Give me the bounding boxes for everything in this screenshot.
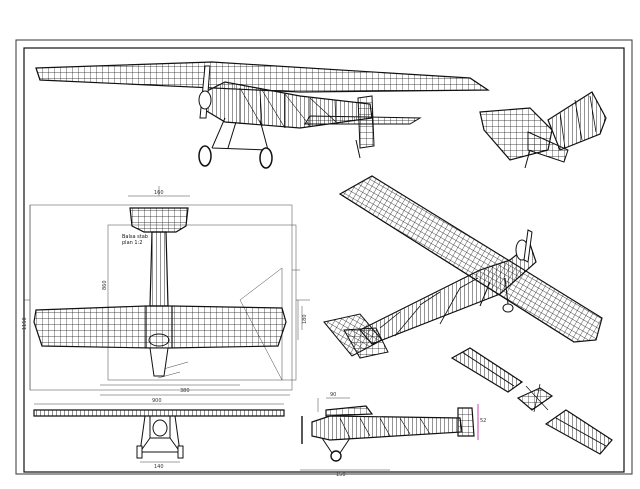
wing-panel-left bbox=[450, 347, 524, 393]
wing-side bbox=[325, 405, 374, 417]
perspective-iso-view bbox=[323, 175, 603, 359]
wing-top-perspective bbox=[35, 61, 490, 93]
dim-side-nose: 90 bbox=[330, 392, 336, 398]
wing-panel-right bbox=[544, 409, 613, 455]
main-wing-plan bbox=[33, 305, 287, 349]
plan-view: Balsa stab plan 1:2 160 1150 860 180 380 bbox=[22, 186, 310, 396]
sheet-border bbox=[15, 39, 633, 475]
fuselage-plan bbox=[149, 231, 169, 307]
dim-overall: 1150 bbox=[22, 317, 28, 330]
front-view: 900 140 bbox=[33, 398, 285, 470]
wing-iso bbox=[338, 175, 603, 343]
tail-detail-view bbox=[479, 91, 607, 169]
fuselage-iso bbox=[359, 242, 537, 345]
dim-side-len: 150 bbox=[336, 472, 346, 478]
dim-side-tail: 52 bbox=[480, 418, 486, 424]
fuselage-side bbox=[311, 415, 463, 441]
dim-wing-chord: 180 bbox=[302, 314, 308, 324]
sheet-inner-border bbox=[23, 47, 625, 473]
dim-front-span: 900 bbox=[152, 398, 162, 404]
perspective-top-view bbox=[35, 61, 490, 169]
rudder-iso bbox=[343, 327, 389, 359]
rudder-perspective bbox=[357, 95, 375, 149]
wing-center-section bbox=[516, 387, 554, 411]
side-view: 90 52 150 bbox=[300, 392, 486, 478]
rudder-side bbox=[457, 407, 475, 437]
dim-fuselage: 860 bbox=[102, 280, 108, 290]
wing-parts-exploded bbox=[450, 347, 613, 455]
dim-front-gear: 140 bbox=[154, 464, 164, 470]
tail-note-1: Balsa stab bbox=[122, 234, 148, 240]
dim-tail-span: 160 bbox=[154, 190, 164, 196]
dim-span-top: 380 bbox=[180, 388, 190, 394]
wing-front bbox=[33, 409, 285, 417]
wheel-right bbox=[259, 147, 273, 169]
horizontal-tail-plan bbox=[129, 207, 189, 233]
tail-note-2: plan 1:2 bbox=[122, 240, 142, 246]
wheel-left bbox=[198, 145, 212, 167]
